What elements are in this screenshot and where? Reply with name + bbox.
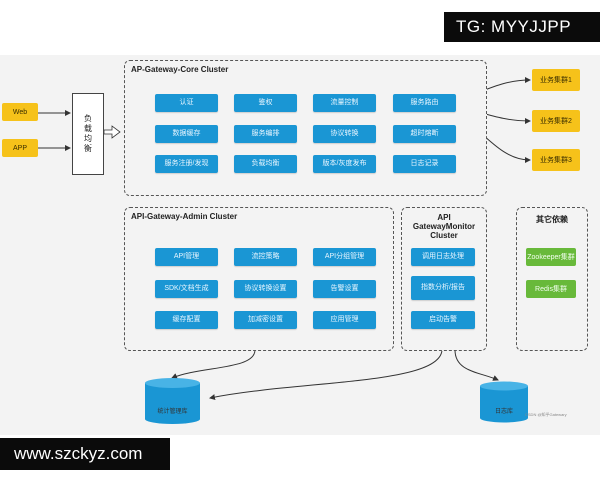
database-stats-label: 统计管理库 [157, 409, 188, 415]
admin-cache-config: 缓存配置 [155, 311, 218, 329]
core-registry: 服务注册/发现 [155, 155, 218, 173]
load-balancer: 负载均衡 [72, 93, 104, 175]
admin-alert-settings: 告警设置 [313, 280, 376, 298]
admin-sdk-docs: SDK/文档生成 [155, 280, 218, 298]
csdn-watermark: CSDN @知乎Gatewary [525, 412, 567, 417]
core-data-cache: 数据缓存 [155, 125, 218, 143]
site-watermark: www.szckyz.com [0, 438, 170, 470]
database-icon-stats [145, 378, 200, 424]
core-cluster-title: AP-Gateway-Core Cluster [131, 65, 229, 74]
dep-redis: Redis集群 [526, 280, 576, 298]
core-version-gray: 版本/灰度发布 [313, 155, 376, 173]
business-cluster-1: 业务集群1 [532, 69, 580, 91]
database-icon-logs [480, 381, 528, 423]
admin-api-group: API分组管理 [313, 248, 376, 266]
core-service-routing: 服务路由 [393, 94, 456, 112]
database-logs-label: 日志库 [494, 409, 513, 415]
admin-cluster-title: API-Gateway-Admin Cluster [131, 212, 238, 221]
monitor-log-processing: 调用日志处理 [411, 248, 475, 266]
admin-app-management: 应用管理 [313, 311, 376, 329]
client-app: APP [2, 139, 38, 157]
admin-api-management: API管理 [155, 248, 218, 266]
dep-zookeeper: Zookeeper集群 [526, 248, 576, 266]
core-protocol-conversion: 协议转换 [313, 125, 376, 143]
dependencies-cluster: 其它依赖 [516, 207, 588, 351]
admin-flow-policy: 流控策略 [234, 248, 297, 266]
admin-encryption-settings: 加减密设置 [234, 311, 297, 329]
client-app-label: APP [12, 144, 27, 152]
core-timeout-breaker: 超时熔断 [393, 125, 456, 143]
core-authz: 鉴权 [234, 94, 297, 112]
monitor-cluster-title: API GatewayMonitor Cluster [412, 213, 476, 241]
core-auth: 认证 [155, 94, 218, 112]
business-cluster-2: 业务集群2 [532, 110, 580, 132]
telegram-watermark: TG: MYYJJPP [444, 12, 600, 42]
dependencies-title: 其它依赖 [536, 215, 568, 224]
admin-protocol-settings: 协议转换设置 [234, 280, 297, 298]
client-web-label: Web [12, 108, 28, 116]
admin-to-db1 [171, 349, 256, 379]
core-traffic-control: 流量控制 [313, 94, 376, 112]
monitor-alerting: 启动告警 [411, 311, 475, 329]
monitor-to-db1 [209, 349, 443, 400]
core-load-balance: 负载均衡 [234, 155, 297, 173]
client-web: Web [2, 103, 38, 121]
business-cluster-3: 业务集群3 [532, 149, 580, 171]
monitor-metrics-report: 指数分析/报告 [411, 276, 475, 300]
core-orchestration: 服务编排 [234, 125, 297, 143]
load-balancer-label: 负载均衡 [83, 114, 93, 154]
core-logging: 日志记录 [393, 155, 456, 173]
lb-to-core-arrow [103, 125, 121, 139]
monitor-to-db2 [454, 349, 499, 381]
